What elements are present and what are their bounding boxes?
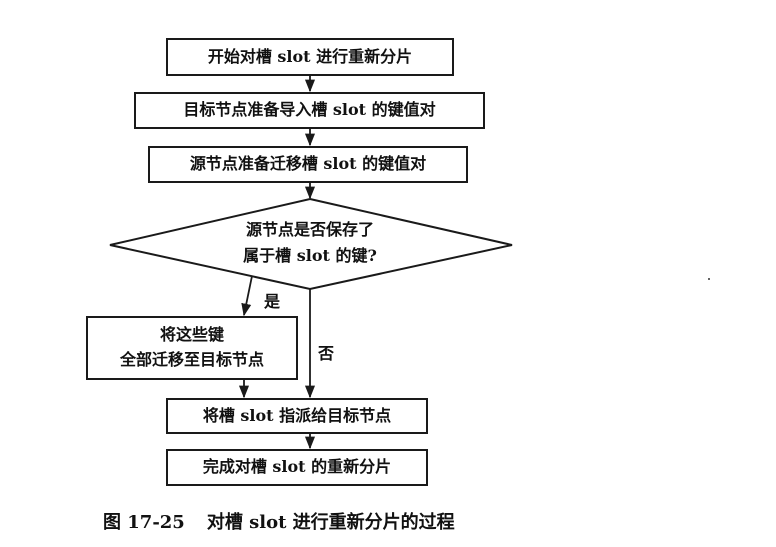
migrate-text-line1: 将这些键 (159, 325, 224, 345)
edge-label-no: 否 (318, 344, 335, 363)
node-start: 开始对槽 slot 进行重新分片 (166, 38, 454, 76)
figure-caption: 图 17-25 对槽 slot 进行重新分片的过程 (103, 508, 455, 534)
node-finish: 完成对槽 slot 的重新分片 (166, 449, 428, 486)
decision-text-line1: 源节点是否保存了 (245, 220, 374, 239)
node-assign-slot: 将槽 slot 指派给目标节点 (166, 398, 428, 434)
node-target-prepare: 目标节点准备导入槽 slot 的键值对 (134, 92, 485, 129)
migrate-text-line2: 全部迁移至目标节点 (119, 350, 264, 369)
node-source-prepare: 源节点准备迁移槽 slot 的键值对 (148, 146, 468, 183)
node-migrate-keys: 将这些键 全部迁移至目标节点 (86, 316, 298, 380)
decision-text-line2: 属于槽 slot 的键? (243, 246, 377, 266)
edge-label-yes: 是 (264, 292, 281, 311)
node-decision: 源节点是否保存了 属于槽 slot 的键? (205, 217, 415, 270)
caption-title: 对槽 slot 进行重新分片的过程 (206, 512, 455, 533)
stray-dot (708, 278, 710, 280)
caption-number: 图 17-25 (103, 512, 185, 533)
arrow-yes-branch (241, 275, 253, 317)
